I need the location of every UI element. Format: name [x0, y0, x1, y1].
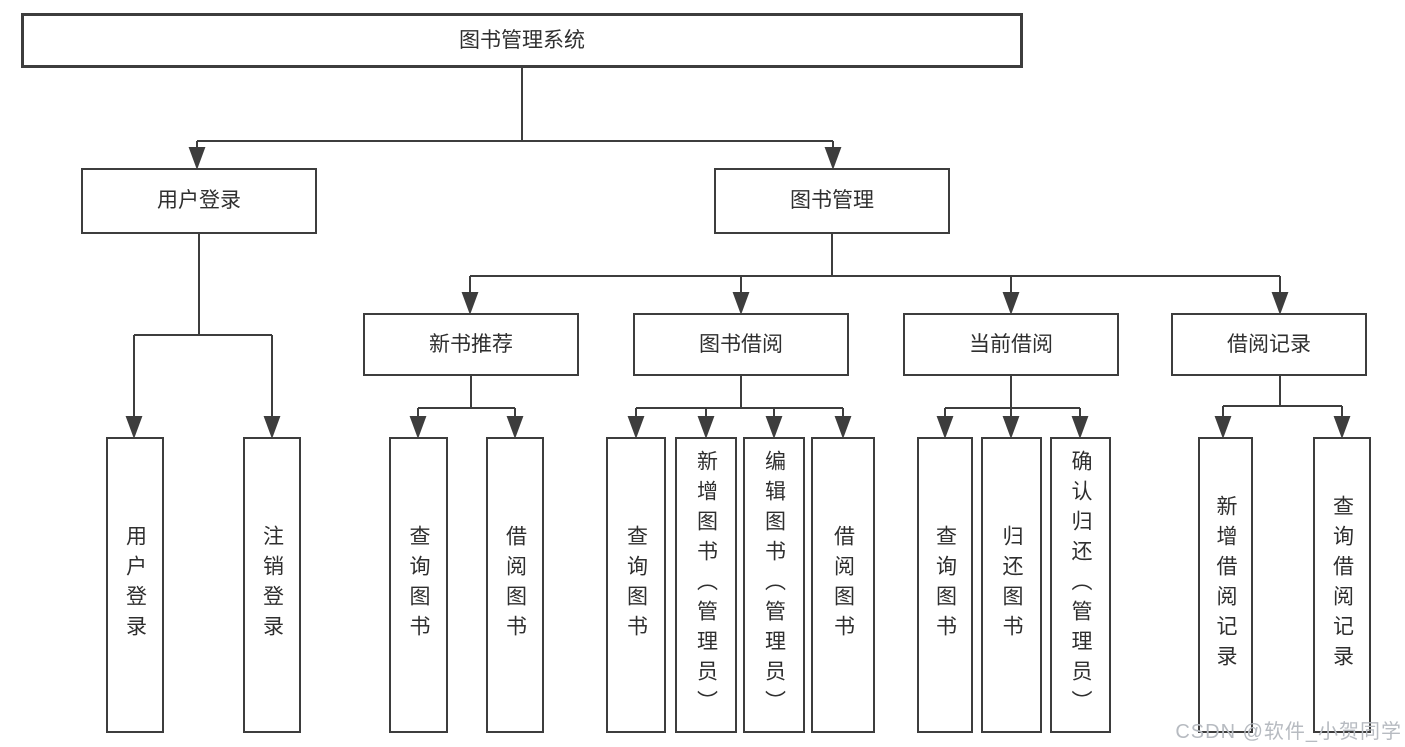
node-br-add-record-label: 新增借阅记录: [1214, 495, 1237, 675]
node-bb-add-books-label: 新增图书（管理员）: [694, 450, 718, 720]
arrowhead-icon: [834, 416, 852, 439]
arrowhead-icon: [936, 416, 954, 439]
arrowhead-icon: [765, 416, 783, 439]
arrowhead-icon: [627, 416, 645, 439]
arrowhead-icon: [1333, 416, 1351, 439]
node-logout-label: 注销登录: [260, 525, 284, 645]
node-new-book-rec: 新书推荐: [363, 313, 579, 376]
arrowhead-icon: [1002, 416, 1020, 439]
node-cb-confirm-return: 确认归还（管理员）: [1050, 437, 1111, 733]
connector-root-to-level1: [188, 68, 842, 170]
arrowhead-icon: [1002, 292, 1020, 315]
connector-bookmgmt-to-level2: [461, 234, 1289, 315]
node-cb-query-books-label: 查询图书: [933, 525, 957, 645]
connector-currentborrow-to-leaves: [936, 376, 1089, 439]
node-bb-edit-books-label: 编辑图书（管理员）: [762, 450, 786, 720]
node-bb-query-books: 查询图书: [606, 437, 666, 733]
node-borrow-records: 借阅记录: [1171, 313, 1367, 376]
node-cb-return-books-label: 归还图书: [1000, 525, 1023, 645]
node-book-mgmt-module-label: 图书管理: [790, 189, 874, 213]
arrowhead-icon: [461, 292, 479, 315]
arrowhead-icon: [732, 292, 750, 315]
node-nbr-borrow-books: 借阅图书: [486, 437, 544, 733]
node-current-borrow-label: 当前借阅: [969, 332, 1053, 356]
arrowhead-icon: [125, 416, 143, 439]
node-bb-add-books: 新增图书（管理员）: [675, 437, 737, 733]
node-br-query-record: 查询借阅记录: [1313, 437, 1371, 733]
node-nbr-query-books-label: 查询图书: [407, 525, 430, 645]
node-user-login-module-label: 用户登录: [157, 189, 241, 213]
node-user-login-module: 用户登录: [81, 168, 317, 234]
node-root-label: 图书管理系统: [459, 28, 585, 52]
node-bb-borrow-books: 借阅图书: [811, 437, 875, 733]
arrowhead-icon: [824, 147, 842, 170]
node-user-login-label: 用户登录: [123, 525, 147, 645]
connector-bookborrow-to-leaves: [627, 376, 852, 439]
arrowhead-icon: [409, 416, 427, 439]
node-nbr-query-books: 查询图书: [389, 437, 448, 733]
watermark-text: CSDN @软件_小贺同学: [1175, 721, 1402, 743]
node-cb-return-books: 归还图书: [981, 437, 1042, 733]
connector-userlogin-to-leaves: [125, 234, 281, 439]
arrowhead-icon: [697, 416, 715, 439]
arrowhead-icon: [188, 147, 206, 170]
node-br-add-record: 新增借阅记录: [1198, 437, 1253, 733]
arrowhead-icon: [506, 416, 524, 439]
node-cb-query-books: 查询图书: [917, 437, 973, 733]
node-bb-edit-books: 编辑图书（管理员）: [743, 437, 805, 733]
node-br-query-record-label: 查询借阅记录: [1330, 495, 1354, 675]
node-book-borrow-label: 图书借阅: [699, 332, 783, 356]
node-current-borrow: 当前借阅: [903, 313, 1119, 376]
arrowhead-icon: [1214, 416, 1232, 439]
node-book-mgmt-module: 图书管理: [714, 168, 950, 234]
node-root: 图书管理系统: [21, 13, 1023, 68]
node-nbr-borrow-books-label: 借阅图书: [503, 525, 527, 645]
connector-newbookrec-to-leaves: [409, 376, 524, 439]
node-new-book-rec-label: 新书推荐: [429, 332, 513, 356]
node-cb-confirm-return-label: 确认归还（管理员）: [1069, 450, 1092, 720]
node-borrow-records-label: 借阅记录: [1227, 332, 1311, 356]
connector-borrowrecords-to-leaves: [1214, 376, 1351, 439]
node-user-login: 用户登录: [106, 437, 164, 733]
arrowhead-icon: [263, 416, 281, 439]
node-bb-borrow-books-label: 借阅图书: [831, 525, 855, 645]
arrowhead-icon: [1071, 416, 1089, 439]
node-logout: 注销登录: [243, 437, 301, 733]
arrowhead-icon: [1271, 292, 1289, 315]
node-book-borrow: 图书借阅: [633, 313, 849, 376]
node-bb-query-books-label: 查询图书: [624, 525, 648, 645]
